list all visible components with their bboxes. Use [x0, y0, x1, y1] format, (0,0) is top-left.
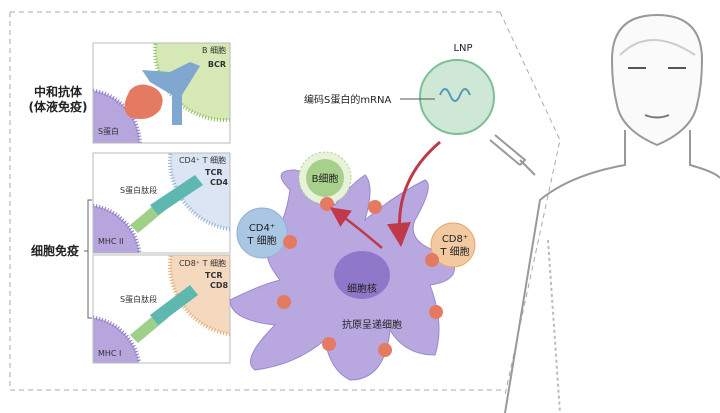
panel2-receptor: TCR — [205, 168, 223, 177]
panel3-peptide-label: S蛋白肽段 — [120, 294, 157, 304]
panel3-coreceptor: CD8 — [210, 281, 229, 290]
panel1-receptor: BCR — [208, 60, 226, 69]
nucleus-label: 细胞核 — [347, 282, 377, 295]
cd8-t-cell — [430, 222, 476, 268]
panel-bcr — [93, 43, 230, 143]
nucleus — [334, 251, 390, 299]
humoral-title: 中和抗体 — [34, 84, 83, 99]
panel-cd8 — [93, 255, 230, 363]
panel-border — [92, 254, 231, 364]
lnp-particle — [419, 59, 495, 135]
panel2-coreceptor: CD4 — [210, 178, 229, 187]
humoral-subtitle: (体液免疫) — [29, 99, 88, 114]
apc-label: 抗原呈递细胞 — [342, 318, 402, 331]
cd4-t-cell — [236, 207, 288, 259]
b-cell-label: B细胞 — [312, 172, 339, 185]
panel3-receptor: TCR — [205, 271, 223, 280]
dashed-frame-diagonal — [499, 11, 561, 396]
syringe — [489, 134, 536, 176]
panel-cd4 — [93, 153, 230, 253]
panel-border — [92, 42, 231, 144]
person-illustration — [504, 13, 720, 413]
panel2-mhc-label: MHC II — [98, 237, 124, 246]
cd4-label-line1: CD4⁺ — [249, 223, 275, 234]
dashed-frame — [9, 11, 505, 391]
mrna-strand — [439, 88, 471, 102]
delivery-arrow — [386, 140, 441, 247]
b-cell — [306, 159, 344, 197]
lnp-label: LNP — [453, 43, 472, 54]
cd8-label-line2: T 细胞 — [439, 245, 469, 258]
panel3-mhc-label: MHC I — [98, 349, 121, 358]
panel2-peptide-label: S蛋白肽段 — [120, 185, 157, 195]
bracket — [84, 199, 92, 319]
panel3-cell-label: CD8⁺ T 细胞 — [179, 258, 226, 268]
presentation-arrow — [329, 207, 383, 249]
cellular-title: 细胞免疫 — [31, 243, 79, 258]
cd4-label-line2: T 细胞 — [246, 234, 276, 247]
panel-border — [92, 152, 231, 254]
panel2-cell-label: CD4⁺ T 细胞 — [179, 155, 226, 165]
mrna-label: 编码S蛋白的mRNA — [304, 93, 392, 106]
panel1-cell-label: B 细胞 — [202, 45, 226, 55]
cd8-label-line1: CD8⁺ — [442, 234, 468, 245]
panel1-antigen-label: S蛋白 — [98, 126, 119, 136]
